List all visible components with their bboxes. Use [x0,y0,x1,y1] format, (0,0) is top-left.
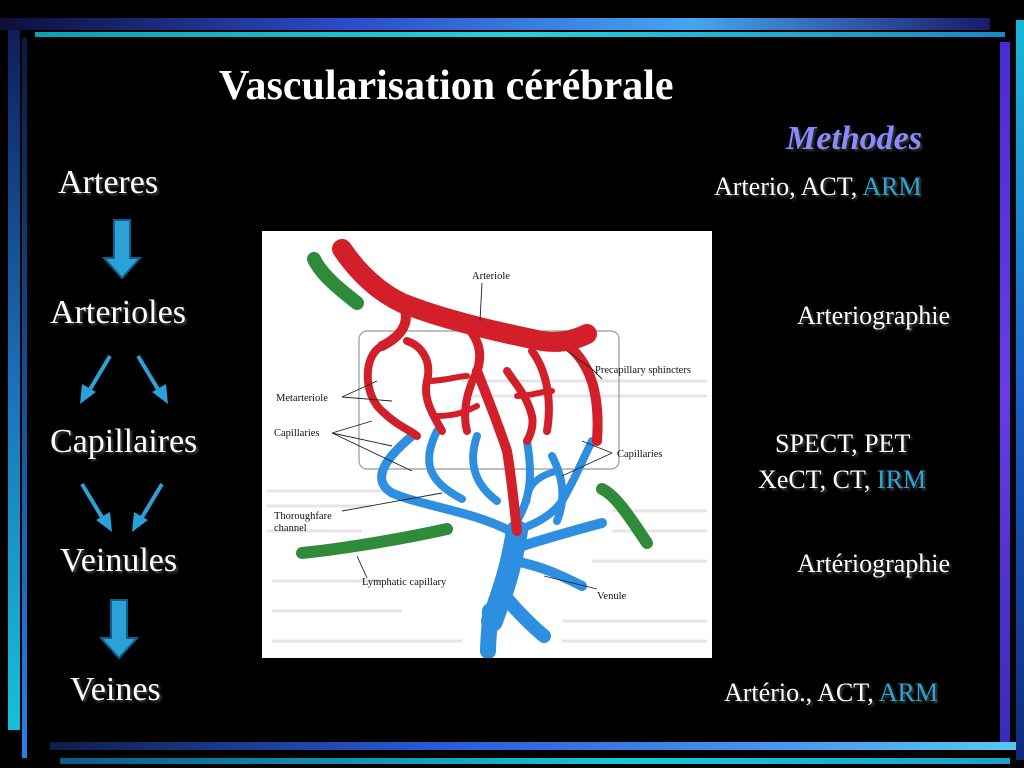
arterial-network [332,239,603,536]
microcirculation-illustration: Arteriole Precapillary sphincters Metart… [267,239,707,658]
label-capillaries-right: Capillaries [617,449,663,460]
method-capillaires-line2: XeCT, CT, IRM [758,465,927,494]
slide-title: Vascularisation cérébrale [219,63,674,109]
label-lymphatic: Lymphatic capillary [362,577,447,588]
arrow-down-icon-2 [98,599,140,660]
label-capillaries-left: Capillaries [274,428,320,439]
label-precapillary: Precapillary sphincters [595,365,691,376]
label-thoroughfare-1: Thoroughfare [274,511,332,522]
level-arteres: Arteres [58,164,159,201]
methods-heading: Methodes [786,120,922,157]
label-metarteriole: Metarteriole [276,393,328,404]
label-arteriole: Arteriole [472,271,510,282]
label-thoroughfare-2: channel [274,523,307,534]
level-veinules: Veinules [60,542,178,579]
frame-bar-left-inner [22,38,27,758]
arrow-down-right-icon [136,354,168,404]
method-veines: Artério., ACT, ARM [724,678,939,707]
frame-bar-bottom [50,742,1016,750]
method-arteres: Arterio, ACT, ARM [714,172,922,201]
frame-bar-top-inner [35,32,1005,37]
frame-bar-left [8,30,20,730]
leader-lines [331,282,613,590]
frame-bar-top [0,18,990,30]
level-capillaires: Capillaires [50,423,198,460]
arrow-down-left-icon [80,354,112,404]
level-veines: Veines [70,671,161,708]
frame-bar-bottom-inner [60,758,1010,764]
diagram-labels: Arteriole Precapillary sphincters Metart… [274,271,691,602]
arrow-down-right-icon-2 [80,482,112,532]
label-venule: Venule [597,591,626,602]
method-capillaires-line1: SPECT, PET [775,429,911,458]
frame-bar-right-inner [1000,42,1010,742]
background-text-texture [267,379,707,643]
arrow-down-icon [101,219,143,280]
frame-bar-right [1016,20,1024,760]
venous-network [377,427,607,658]
microcirculation-diagram: Arteriole Precapillary sphincters Metart… [262,231,712,658]
method-veinules: Artériographie [797,549,951,578]
method-arterioles: Arteriographie [797,301,951,330]
arrow-down-left-icon-2 [132,482,164,532]
lymphatic-vessels [296,252,653,559]
level-arterioles: Arterioles [50,294,186,331]
